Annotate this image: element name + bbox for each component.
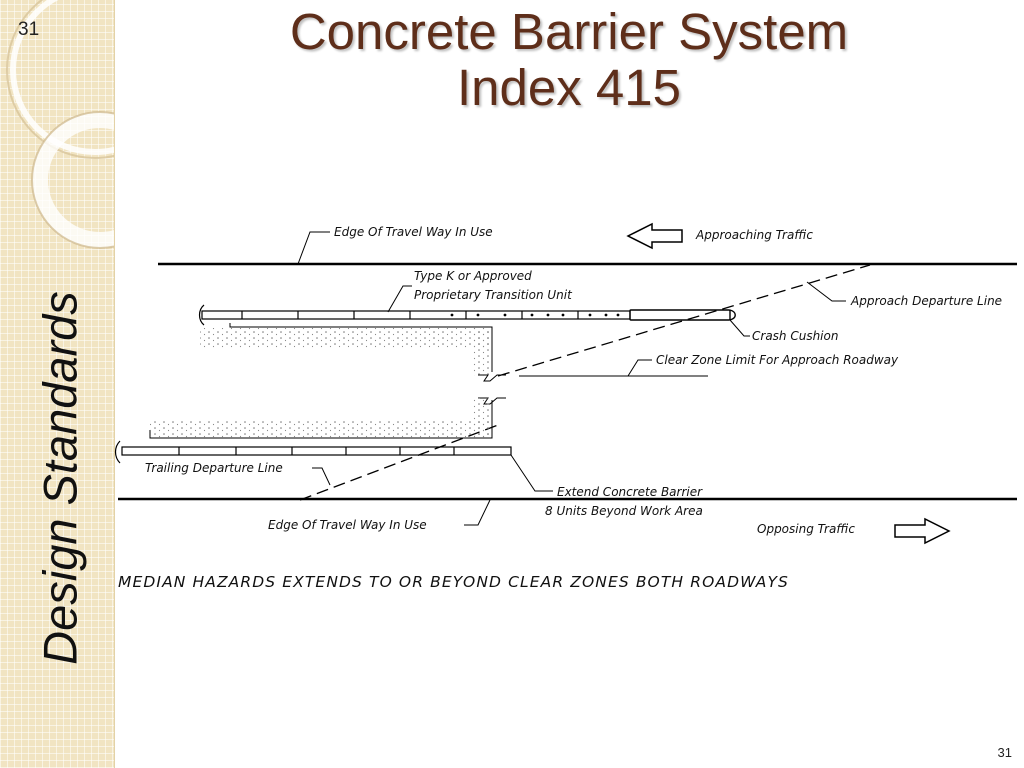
label-opposing-traffic: Opposing Traffic: [757, 522, 855, 536]
diagram-caption: MEDIAN HAZARDS EXTENDS TO OR BEYOND CLEA…: [118, 573, 789, 591]
slide-number-top: 31: [18, 19, 40, 40]
leader-extend-barrier: [510, 454, 553, 492]
label-extend-barrier-line1: Extend Concrete Barrier: [557, 485, 703, 499]
label-approaching-traffic: Approaching Traffic: [695, 228, 813, 242]
median-hazard-upper-edge: [229, 323, 493, 372]
barrier-system-diagram: Edge Of Travel Way In Use Approaching Tr…: [114, 222, 1017, 591]
opposing-traffic-arrow: [894, 517, 951, 545]
lower-barrier-units: [114, 440, 512, 464]
slide-title: Concrete Barrier System Index 415: [114, 4, 1024, 116]
title-line-2: Index 415: [456, 59, 682, 116]
approaching-traffic-arrow: [626, 222, 683, 250]
leader-crash-cushion: [729, 319, 750, 337]
label-edge-travel-way-top: Edge Of Travel Way In Use: [334, 225, 493, 239]
approach-departure-line: [497, 264, 871, 377]
leader-type-k: [387, 285, 412, 313]
median-hazard-stipple-upper: [200, 328, 490, 348]
leader-trailing-departure: [312, 467, 331, 486]
title-line-1: Concrete Barrier System: [289, 3, 849, 60]
label-edge-travel-way-bottom: Edge Of Travel Way In Use: [268, 518, 427, 532]
label-extend-barrier-line2: 8 Units Beyond Work Area: [545, 504, 703, 518]
crash-cushion-shape: [629, 309, 731, 321]
label-trailing-departure-line: Trailing Departure Line: [145, 461, 283, 475]
sidebar-title: Design Standards: [33, 291, 87, 665]
leader-edge-top: [297, 231, 330, 265]
label-type-k-line1: Type K or Approved: [414, 269, 532, 283]
leader-clear-zone: [627, 359, 652, 377]
leader-edge-bottom: [464, 499, 491, 526]
upper-barrier-units: [198, 304, 631, 326]
label-approach-departure-line: Approach Departure Line: [850, 294, 1002, 308]
median-hazard-stipple-lower: [150, 420, 490, 438]
slide-number-bottom: 31: [997, 745, 1012, 760]
leader-approach-departure: [806, 281, 846, 302]
label-type-k-line2: Proprietary Transition Unit: [414, 288, 573, 302]
label-clear-zone-limit: Clear Zone Limit For Approach Roadway: [656, 353, 899, 367]
sidebar-panel: 31 Design Standards: [0, 0, 115, 768]
decorative-circles: [6, 0, 114, 249]
label-crash-cushion: Crash Cushion: [752, 329, 838, 343]
